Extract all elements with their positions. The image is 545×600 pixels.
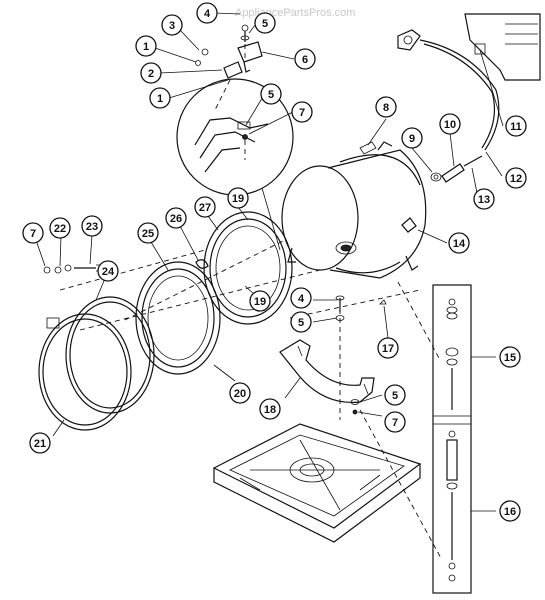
front-gasket (65, 296, 155, 414)
hose-assembly (397, 13, 541, 151)
callout-number: 6 (302, 54, 308, 66)
callout-number: 5 (392, 390, 398, 402)
callout-11: 11 (505, 115, 527, 137)
callout-1: 1 (149, 87, 171, 109)
callout-number: 2 (148, 68, 154, 80)
callout-20: 20 (229, 382, 251, 404)
callout-19: 19 (249, 290, 271, 312)
alignment-lines (59, 239, 443, 561)
callout-3: 3 (161, 14, 183, 36)
callout-25: 25 (137, 222, 159, 244)
suspension-strip (432, 284, 472, 594)
callout-17: 17 (377, 337, 399, 359)
callout-5: 5 (384, 384, 406, 406)
part-8-label-plate (359, 141, 377, 155)
callout-number: 18 (264, 404, 276, 416)
callout-number: 19 (254, 296, 266, 308)
callout-5: 5 (290, 311, 312, 333)
callout-number: 13 (478, 194, 490, 206)
callout-number: 7 (299, 107, 305, 119)
callout-13: 13 (473, 188, 495, 210)
callout-number: 10 (444, 119, 456, 131)
callout-number: 23 (86, 221, 98, 233)
base-frame (212, 423, 422, 543)
top-bracket-hardware (195, 24, 263, 111)
callout-9: 9 (401, 127, 423, 149)
callout-7: 7 (22, 222, 44, 244)
callout-number: 5 (268, 89, 274, 101)
callout-number: 24 (102, 266, 115, 278)
clamp-hardware (43, 264, 101, 274)
callout-number: 27 (199, 202, 211, 214)
callout-number: 14 (453, 238, 466, 250)
callout-number: 22 (54, 223, 66, 235)
callout-number: 4 (204, 8, 211, 20)
callout-23: 23 (81, 215, 103, 237)
callout-number: 16 (504, 506, 516, 518)
callout-number: 26 (170, 213, 182, 225)
callout-number: 7 (30, 228, 36, 240)
callout-number: 15 (504, 352, 516, 364)
callout-number: 19 (232, 193, 244, 205)
callout-7: 7 (291, 101, 313, 123)
callout-number: 8 (383, 102, 389, 114)
callout-4: 4 (290, 287, 312, 309)
part-26-clip (195, 259, 209, 269)
callout-19: 19 (227, 187, 249, 209)
callout-10: 10 (439, 113, 461, 135)
callout-number: 1 (143, 41, 149, 53)
callout-number: 4 (298, 293, 305, 305)
callout-number: 5 (262, 18, 268, 30)
callout-21: 21 (29, 432, 51, 454)
callout-number: 9 (409, 133, 415, 145)
drum-assembly (281, 141, 427, 279)
callout-number: 1 (157, 93, 163, 105)
callout-15: 15 (499, 346, 521, 368)
callout-24: 24 (97, 260, 119, 282)
callout-number: 20 (234, 388, 246, 400)
callout-26: 26 (165, 207, 187, 229)
door-seal-ring (135, 261, 221, 375)
mount-bolt (335, 295, 387, 321)
callout-22: 22 (49, 217, 71, 239)
callout-6: 6 (294, 48, 316, 70)
callout-7: 7 (384, 411, 406, 433)
callout-27: 27 (194, 196, 216, 218)
callout-number: 25 (142, 228, 154, 240)
callout-2: 2 (140, 62, 162, 84)
callout-4: 4 (196, 2, 218, 24)
callout-12: 12 (505, 167, 527, 189)
callout-number: 3 (169, 20, 175, 32)
callout-8: 8 (375, 96, 397, 118)
callout-number: 17 (382, 343, 394, 355)
callout-number: 11 (510, 121, 522, 133)
callout-16: 16 (499, 500, 521, 522)
drum-support-bracket (279, 339, 375, 415)
callout-5: 5 (254, 12, 276, 34)
callout-number: 21 (34, 438, 46, 450)
callout-1: 1 (135, 35, 157, 57)
shaft-parts (430, 155, 483, 183)
callout-18: 18 (259, 398, 281, 420)
callout-5: 5 (260, 83, 282, 105)
callout-number: 7 (392, 417, 398, 429)
callout-14: 14 (448, 232, 470, 254)
callout-number: 5 (298, 317, 304, 329)
callout-number: 12 (510, 173, 522, 185)
leader-lines (36, 12, 504, 512)
watermark: AppliancePartsPros.com (235, 7, 355, 19)
clamp-band (38, 313, 132, 431)
